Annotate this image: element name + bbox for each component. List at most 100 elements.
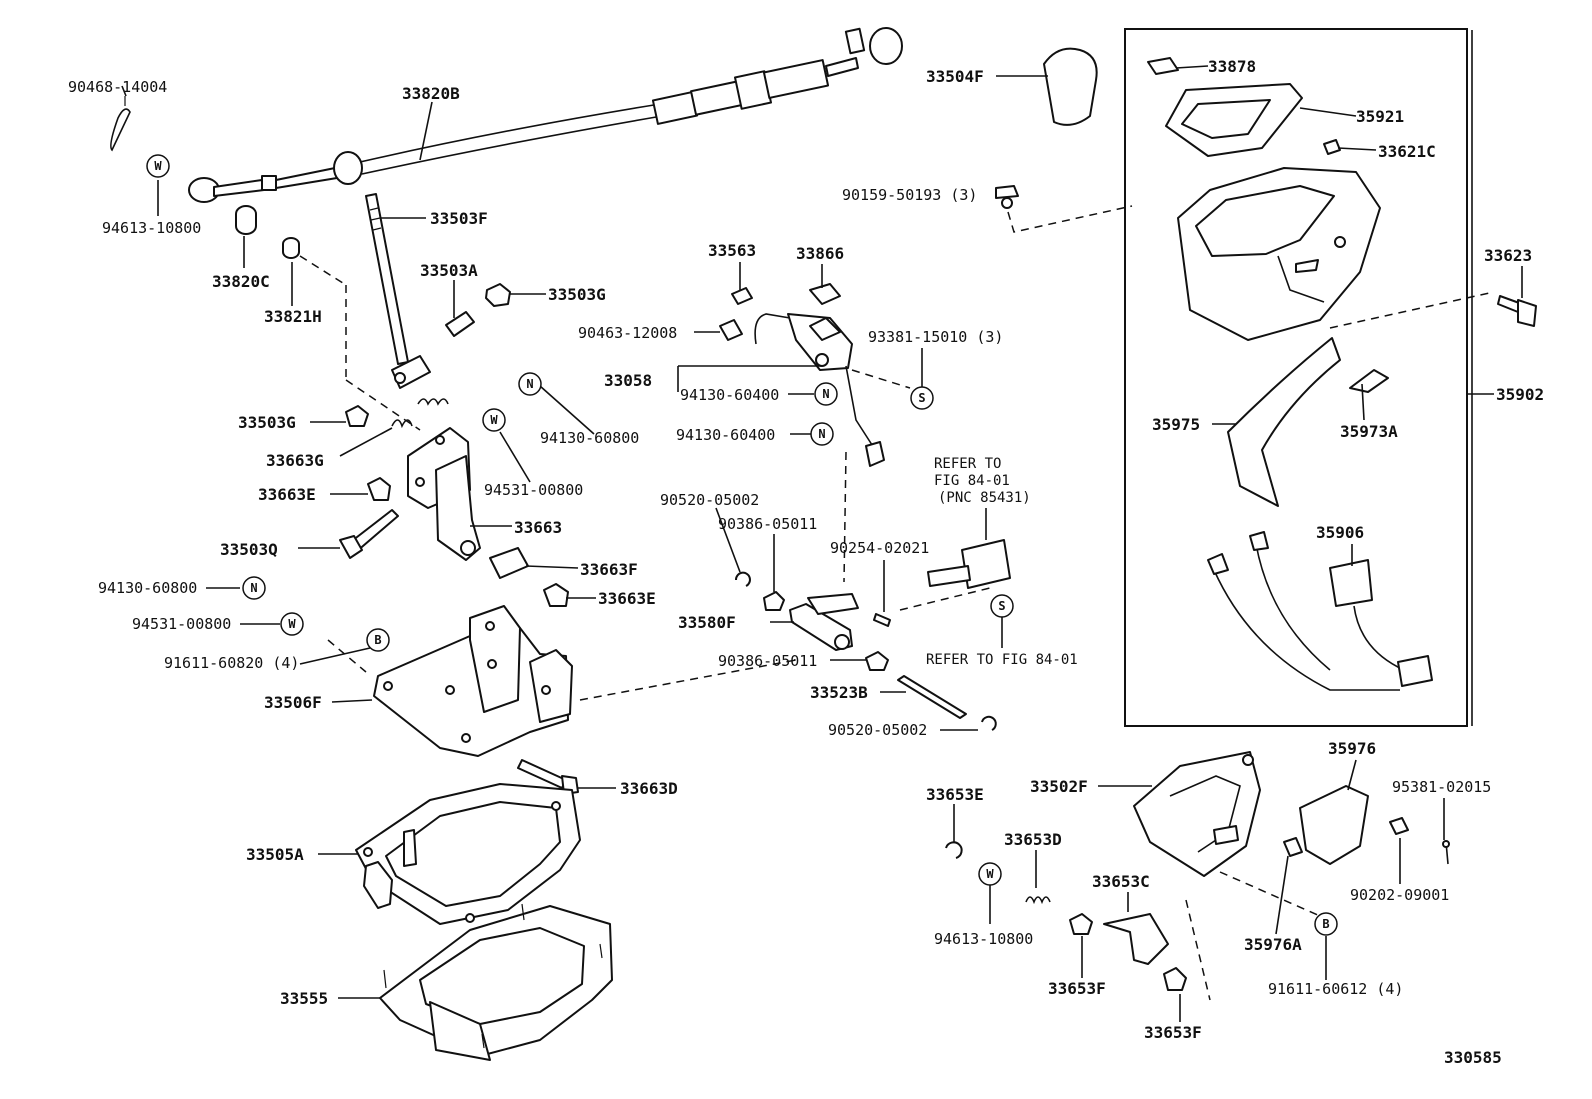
label-33653E: 33653E: [926, 785, 984, 804]
spring-33653D-shape: [1025, 896, 1051, 905]
svg-text:S: S: [998, 599, 1005, 613]
label-94613-10800-a: 94613-10800: [102, 219, 201, 237]
label-33621C: 33621C: [1378, 142, 1436, 161]
label-35973A: 35973A: [1340, 422, 1398, 441]
label-33663E-a: 33663E: [258, 485, 316, 504]
label-90159-50193: 90159-50193 (3): [842, 186, 977, 204]
svg-text:N: N: [250, 581, 257, 595]
nut-33503G-left-shape: [345, 405, 369, 427]
svg-text:N: N: [822, 387, 829, 401]
label-90254-02021: 90254-02021: [830, 539, 929, 557]
symbol-w: W: [280, 612, 304, 636]
label-35902: 35902: [1496, 385, 1544, 404]
shift-bracket-33663: [407, 427, 481, 561]
symbol-s: S: [910, 386, 934, 410]
label-33505A: 33505A: [246, 845, 304, 864]
symbol-n: N: [518, 372, 542, 396]
label-90202-09001: 90202-09001: [1350, 886, 1449, 904]
label-33663D: 33663D: [620, 779, 678, 798]
svg-text:W: W: [490, 413, 498, 427]
label-94130-60800-a: 94130-60800: [540, 429, 639, 447]
svg-text:N: N: [818, 427, 825, 441]
cover-33878-shape: [1147, 57, 1179, 75]
bushing-33663E-b-shape: [543, 583, 569, 607]
symbol-b: B: [1314, 912, 1338, 936]
label-90386-05011-a: 90386-05011: [718, 515, 817, 533]
label-91611-60820: 91611-60820 (4): [164, 654, 299, 672]
svg-text:N: N: [526, 377, 533, 391]
pin-90254-shape: [873, 613, 891, 627]
label-33878: 33878: [1208, 57, 1256, 76]
label-33866: 33866: [796, 244, 844, 263]
bushing-33820C-shape: [235, 205, 257, 235]
indicator-assembly-box-35902: [1124, 28, 1468, 727]
indicator-film-35975-shape: [1227, 337, 1341, 507]
nut-90202-shape: [1389, 817, 1409, 835]
label-33663E-b: 33663E: [598, 589, 656, 608]
symbol-w: W: [482, 408, 506, 432]
refer-note-line-3: (PNC 85431): [938, 490, 1031, 506]
label-33502F: 33502F: [1030, 777, 1088, 796]
shift-base-33506F: [373, 605, 573, 757]
label-35975: 35975: [1152, 415, 1200, 434]
label-90463-12008: 90463-12008: [578, 324, 677, 342]
detent-plate-33502F: [1133, 751, 1261, 877]
spring-33866-shape: [809, 283, 841, 305]
label-33503A: 33503A: [420, 261, 478, 280]
clip-90520-a-shape: [734, 571, 751, 587]
symbol-n: N: [242, 576, 266, 600]
label-90520-05002-a: 90520-05002: [660, 491, 759, 509]
wire-harness-35906: [1207, 531, 1433, 691]
label-94531-00800-a: 94531-00800: [484, 481, 583, 499]
bushing-33653F-b-shape: [1163, 967, 1187, 991]
symbol-s: S: [990, 594, 1014, 618]
label-94130-60800-b: 94130-60800: [98, 579, 197, 597]
label-33653C: 33653C: [1092, 872, 1150, 891]
pad-33621C-shape: [1323, 139, 1341, 155]
refer-note-line-2: FIG 84-01: [934, 473, 1010, 489]
housing-33555: [379, 903, 613, 1061]
label-33653F-a: 33653F: [1048, 979, 1106, 998]
nut-33503G-shape: [485, 283, 511, 307]
label-33653D: 33653D: [1004, 830, 1062, 849]
clip-90520-b-shape: [981, 715, 997, 731]
svg-text:W: W: [986, 867, 994, 881]
label-33504F: 33504F: [926, 67, 984, 86]
label-33821H: 33821H: [264, 307, 322, 326]
label-33503G-a: 33503G: [548, 285, 606, 304]
svg-text:W: W: [154, 159, 162, 173]
label-33623: 33623: [1484, 246, 1532, 265]
screw-90159-shape: [995, 185, 1019, 199]
refer-fig-note: REFER TO FIG 84-01: [926, 652, 1078, 668]
shift-lever-33503F: [365, 193, 431, 389]
svg-text:W: W: [288, 617, 296, 631]
label-33506F: 33506F: [264, 693, 322, 712]
symbol-w: W: [978, 862, 1002, 886]
label-33503F: 33503F: [430, 209, 488, 228]
clip-90468-14004-shape: [110, 108, 131, 152]
collar-33663F-shape: [489, 547, 529, 579]
pin-33503A-shape: [445, 311, 475, 337]
label-33580F: 33580F: [678, 613, 736, 632]
symbol-n: N: [810, 422, 834, 446]
label-35976A: 35976A: [1244, 935, 1302, 954]
symbol-w: W: [146, 154, 170, 178]
bushing-33821H-shape: [282, 237, 300, 259]
label-33058: 33058: [604, 371, 652, 390]
symbol-n: N: [814, 382, 838, 406]
svg-text:B: B: [1322, 917, 1329, 931]
label-33563: 33563: [708, 241, 756, 260]
knob-33504F-shape: [1043, 47, 1098, 126]
label-33663G: 33663G: [266, 451, 324, 470]
symbol-b: B: [366, 628, 390, 652]
label-90468-14004: 90468-14004: [68, 78, 167, 96]
part-labels: 90468-14004 33820B 94613-10800 33820C 33…: [68, 57, 1544, 1042]
label-94531-00800-b: 94531-00800: [132, 615, 231, 633]
cover-35976-shape: [1299, 785, 1369, 865]
bolt-33663D-shape: [517, 759, 567, 789]
svg-text:S: S: [918, 391, 925, 405]
label-90386-05011-b: 90386-05011: [718, 652, 817, 670]
clip-90463-shape: [719, 319, 743, 341]
pin-33563-shape: [731, 287, 753, 305]
